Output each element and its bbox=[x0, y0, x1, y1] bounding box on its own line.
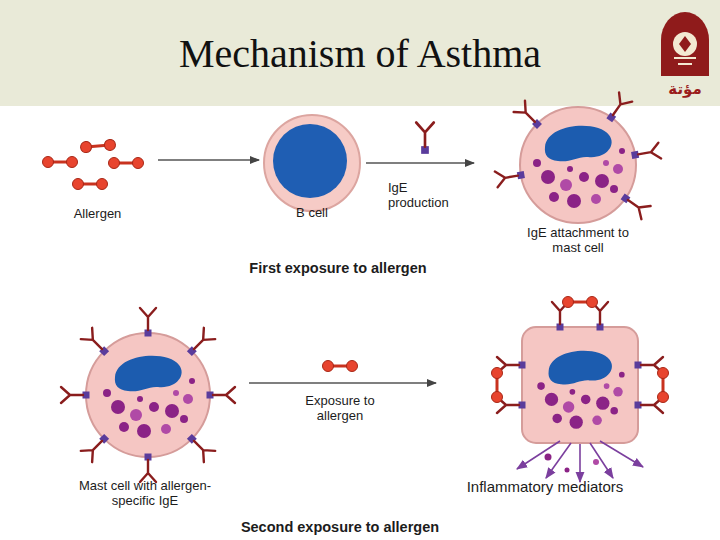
sensitized-mast-cell: Mast cell with allergen-specific IgE bbox=[45, 305, 245, 505]
arrow-connector bbox=[249, 382, 436, 383]
logo-emblem-detail bbox=[674, 58, 696, 64]
logo-emblem-detail bbox=[679, 36, 691, 52]
allergen-molecule bbox=[43, 157, 78, 168]
mast-cell: IgE attachment to mast cell bbox=[478, 95, 678, 255]
ige-antibody bbox=[207, 387, 236, 403]
ige-antibody bbox=[81, 431, 112, 462]
mast-cell-contents bbox=[537, 351, 624, 429]
ige-antibody bbox=[184, 328, 215, 359]
ige-antibody bbox=[184, 431, 215, 462]
arrow-connector bbox=[366, 162, 474, 163]
allergen-molecule bbox=[563, 297, 598, 308]
ige-antibody bbox=[603, 92, 632, 125]
allergen-molecule bbox=[80, 139, 116, 153]
mast-cell-contents bbox=[533, 126, 625, 208]
slide-title: Mechanism of Asthma bbox=[0, 30, 720, 78]
b-cell-nucleus bbox=[273, 124, 347, 198]
arrow-connector bbox=[158, 159, 259, 160]
released-granule bbox=[545, 454, 552, 461]
cell-label: IgE attachment to mast cell bbox=[515, 225, 641, 255]
stage-heading: First exposure to allergen bbox=[198, 259, 478, 277]
cell-label: Allergen bbox=[40, 206, 155, 221]
stage-heading: Second exposure to allergen bbox=[190, 518, 490, 536]
ige-antibody bbox=[140, 308, 156, 337]
mast-cell-membrane bbox=[522, 327, 638, 443]
mediator-arrow bbox=[517, 441, 560, 469]
allergen-molecule bbox=[73, 179, 108, 190]
logo-emblem bbox=[661, 12, 709, 76]
logo-text: مؤتة bbox=[650, 82, 720, 97]
allergen-molecule bbox=[323, 361, 358, 372]
released-granule bbox=[565, 468, 570, 473]
ige-antibody bbox=[514, 101, 545, 132]
b-cell: B cell bbox=[262, 113, 362, 225]
cell-label: B cell bbox=[262, 205, 362, 220]
mediator-arrow bbox=[546, 443, 571, 478]
ige-antibody bbox=[140, 454, 156, 483]
allergen-group: Allergen bbox=[40, 128, 155, 228]
mast-cell-contents bbox=[103, 356, 195, 438]
ige-antibody bbox=[81, 328, 112, 359]
ige-antibody bbox=[630, 143, 661, 164]
b-cell-membrane bbox=[264, 115, 360, 211]
logo-emblem-inner bbox=[673, 32, 697, 56]
header-band bbox=[0, 0, 720, 106]
edge-label: IgE production bbox=[388, 180, 468, 210]
degranulating-mast-cell: Inflammatory mediators bbox=[440, 290, 720, 505]
cell-label: Inflammatory mediators bbox=[440, 478, 650, 496]
ige-antibody bbox=[618, 190, 651, 219]
released-granule bbox=[593, 459, 599, 465]
ige-antibody bbox=[495, 167, 526, 188]
mediator-arrow bbox=[590, 443, 613, 478]
cell-label: Mast cell with allergen-specific IgE bbox=[70, 478, 220, 508]
allergen-molecule bbox=[658, 368, 669, 403]
ige-antibody bbox=[61, 387, 90, 403]
mediator-arrow bbox=[600, 441, 643, 467]
edge-label: Exposure to allergen bbox=[292, 393, 388, 423]
ige-antibody bbox=[416, 123, 434, 154]
allergen-molecule bbox=[109, 158, 144, 169]
mediator-arrow bbox=[579, 444, 581, 482]
allergen-molecule bbox=[492, 368, 503, 403]
